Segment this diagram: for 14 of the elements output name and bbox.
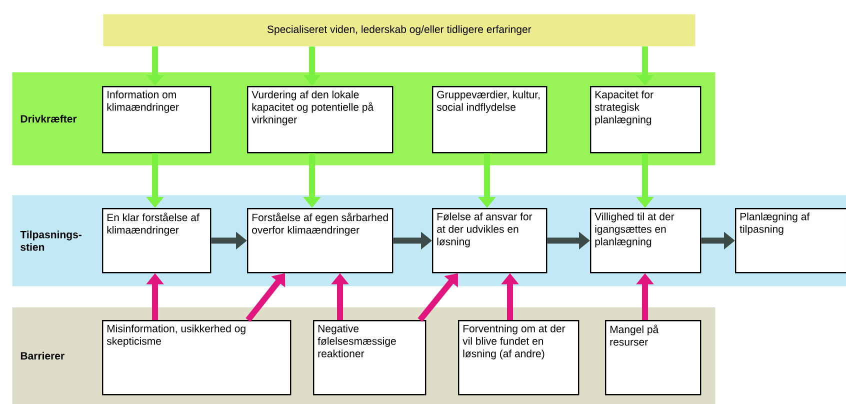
process-box: Misinformation, usikkerhed og skepticisme [102, 320, 292, 396]
process-box: Gruppeværdier, kultur, social indflydelse [432, 86, 548, 154]
process-box: Villighed til at der igangsættes en planlægning [590, 208, 702, 274]
process-box: Vurdering af den lokale kapacitet og potentielle på virkninger [247, 86, 394, 154]
process-box: Negative følelsesmæssige reaktioner [313, 320, 426, 396]
process-box: En klar forståelse af klimaændringer [102, 208, 212, 274]
process-box: Mangel på resurser [605, 320, 702, 396]
process-box: Forståelse af egen sårbarhed overfor klimaændringer [247, 208, 394, 274]
process-box: Planlægning af tilpasning [735, 208, 846, 274]
process-box: Kapacitet for strategisk planlægning [590, 86, 702, 154]
process-box: Følelse af ansvar for at der udvikles en løsning [432, 208, 548, 274]
process-box: Information om klimaændringer [102, 86, 212, 154]
banner-box: Specialiseret viden, lederskab og/eller tidligere erfaringer [103, 14, 696, 46]
process-box: Forventning om at der vil blive fundet en løsning (af andre) [458, 320, 580, 396]
